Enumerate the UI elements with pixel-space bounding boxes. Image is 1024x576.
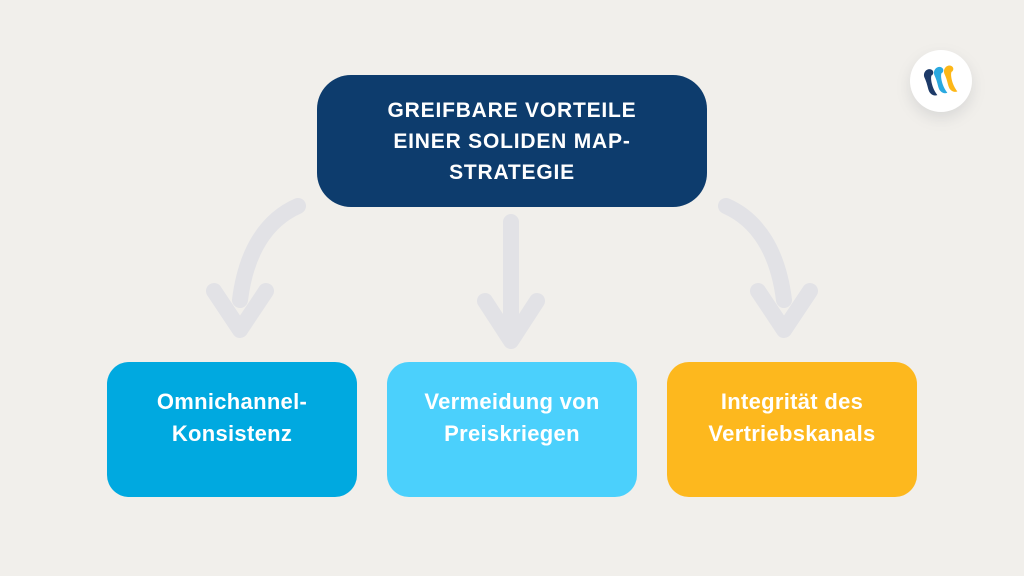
- connector-arrows: [206, 198, 818, 349]
- arrow-group: [206, 198, 818, 349]
- logo-claw-navy: [923, 69, 938, 96]
- brand-logo-badge: [910, 50, 972, 112]
- benefit-box-omnichannel: Omnichannel- Konsistenz: [107, 362, 357, 497]
- title-box: GREIFBARE VORTEILE EINER SOLIDEN MAP- ST…: [317, 75, 707, 207]
- benefit-box-vertriebskanal: Integrität des Vertriebskanals: [667, 362, 917, 497]
- benefit-label: Integrität des Vertriebskanals: [708, 389, 876, 446]
- benefit-box-preiskriege: Vermeidung von Preiskriegen: [387, 362, 637, 497]
- arrow-straight-down-icon: [477, 214, 545, 349]
- benefit-label: Vermeidung von Preiskriegen: [424, 389, 600, 446]
- arrow-curved-down-left-icon: [206, 198, 306, 338]
- logo-claw-yellow: [943, 65, 958, 92]
- title-text: GREIFBARE VORTEILE EINER SOLIDEN MAP- ST…: [387, 98, 637, 184]
- benefit-label: Omnichannel- Konsistenz: [156, 389, 308, 446]
- brand-logo-icon: [923, 65, 958, 96]
- logo-claw-blue: [933, 66, 948, 94]
- arrow-curved-down-right-icon: [718, 198, 818, 338]
